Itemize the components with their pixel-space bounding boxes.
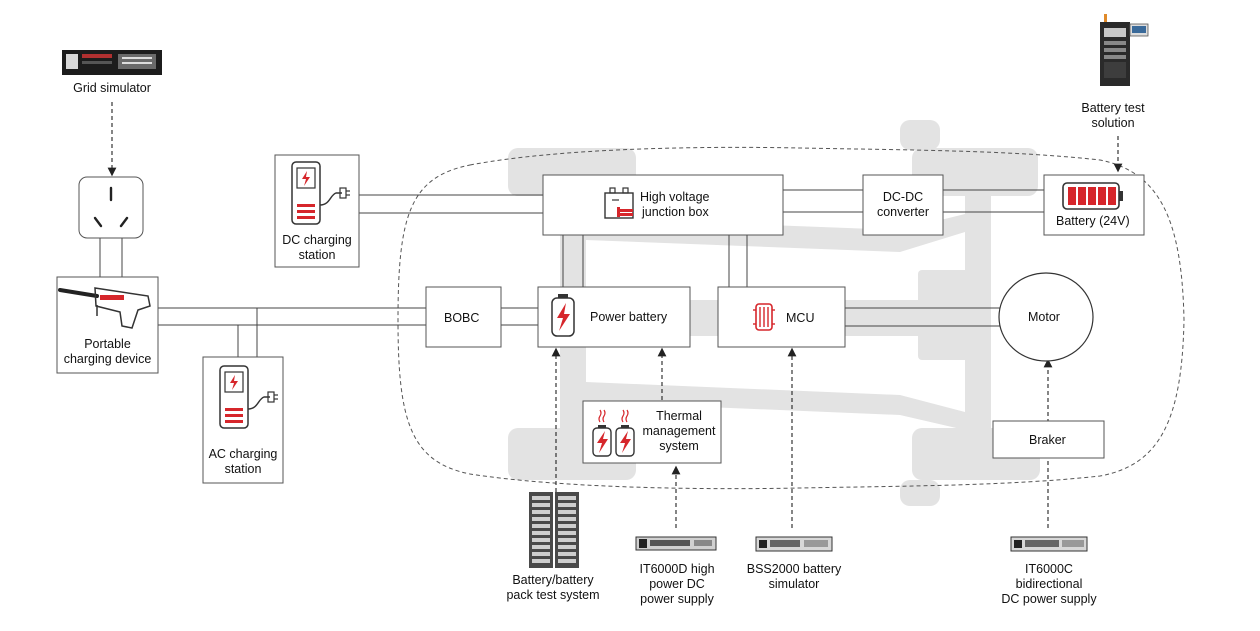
component-boxes: [56, 154, 1145, 484]
charging-gun-icon: [58, 287, 151, 329]
instrument-it6000c-icon: [1010, 536, 1088, 552]
battery-pack-test-label: Battery/battery pack test system: [506, 573, 600, 602]
motor-ellipse: [998, 272, 1094, 362]
heat-battery-icon: [592, 409, 635, 457]
dcdc-box: [862, 174, 944, 236]
charging-station-icon: [291, 161, 350, 225]
outlet-box: [78, 176, 144, 239]
braker-box: [992, 420, 1105, 459]
dashed-arrows: [107, 102, 1123, 528]
mcu-box: [717, 286, 846, 348]
power-battery-label: Power battery: [590, 310, 668, 324]
connection-lines: [99, 189, 1044, 358]
bobc-box: [425, 286, 502, 348]
it6000d-label: IT6000D high power DC power supply: [639, 562, 715, 606]
battery-24v-label: Battery (24V): [1056, 214, 1130, 228]
grid-simulator-label: Grid simulator: [73, 81, 151, 95]
it6000c-label: IT6000C bidirectional DC power supply: [1001, 562, 1097, 606]
instrument-it6000d-icon: [635, 536, 717, 551]
dc-charging-station-label: DC charging station: [282, 233, 352, 262]
braker-label: Braker: [1029, 433, 1066, 447]
dc-charging-station-box: [274, 154, 360, 268]
mcu-label: MCU: [786, 311, 815, 325]
equipment-rack-icon: [62, 50, 162, 75]
instrument-bss2000-icon: [755, 536, 833, 552]
battery-icon-24v: [1062, 182, 1123, 210]
battery-test-rack-icon: [1100, 14, 1149, 86]
hv-junction-box: [542, 174, 784, 236]
bobc-label: BOBC: [444, 311, 480, 325]
dcdc-label: DC-DC converter: [876, 190, 930, 219]
thermal-box: [582, 400, 722, 464]
motor-coil-icon: [753, 303, 775, 331]
battery-pack-rack-icon: [529, 492, 579, 568]
ac-charging-station-label: AC charging station: [208, 447, 278, 476]
outlet-icon: [93, 186, 129, 228]
motor-label: Motor: [1028, 310, 1060, 324]
charging-station-icon-ac: [219, 365, 278, 429]
bss2000-label: BSS2000 battery simulator: [746, 562, 842, 591]
junction-box-icon: [604, 187, 634, 219]
thermal-label: Thermal management system: [642, 409, 716, 453]
vehicle-outline: [397, 146, 1185, 490]
hv-junction-label: High voltage junction box: [640, 190, 710, 219]
battery-test-solution-label: Battery test solution: [1081, 101, 1145, 130]
portable-charging-label: Portable charging device: [63, 337, 152, 366]
battery-icon: [551, 294, 575, 337]
